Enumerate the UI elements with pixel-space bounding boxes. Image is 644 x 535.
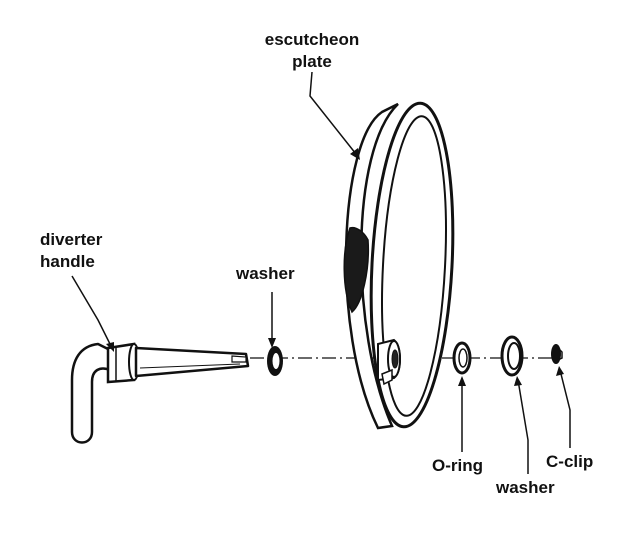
- escutcheon-label-line2: plate: [292, 52, 332, 71]
- washer-right-label: washer: [496, 478, 555, 497]
- escutcheon-label-line1: escutcheon: [264, 30, 360, 49]
- leader-escutcheon: [309, 71, 357, 155]
- leader-arrowheads: [106, 148, 564, 386]
- diverter-handle: [70, 342, 250, 444]
- c-clip-part: [551, 344, 563, 364]
- washer-left-part: [267, 346, 283, 376]
- washer-left-label: washer: [236, 264, 295, 283]
- handle-stem-slot: [231, 355, 247, 363]
- handle-stem: [134, 346, 250, 378]
- washer-right-part: [500, 335, 524, 377]
- leader-diverter: [71, 275, 113, 349]
- arrow-washer-right: [514, 376, 522, 386]
- leader-c-clip: [559, 369, 571, 448]
- escutcheon-hub: [343, 226, 370, 314]
- diverter-label-line1: diverter: [40, 230, 103, 249]
- leader-washer-right: [517, 379, 529, 474]
- diverter-label-line2: handle: [40, 252, 95, 271]
- arrow-o-ring: [458, 376, 466, 386]
- o-ring-part: [452, 341, 472, 375]
- escutcheon-boss-hole: [391, 349, 399, 369]
- escutcheon-face-inner: [381, 115, 447, 417]
- escutcheon-tab: [381, 368, 393, 386]
- c-clip-label: C-clip: [546, 452, 594, 471]
- arrow-diverter: [106, 342, 114, 352]
- arrow-washer-left: [268, 338, 276, 348]
- leader-lines: [71, 71, 571, 474]
- escutcheon-rim: [344, 102, 399, 430]
- handle-stem-edge: [139, 363, 241, 369]
- o-ring-label: O-ring: [432, 456, 483, 475]
- arrow-escutcheon: [350, 148, 360, 160]
- escutcheon-plate: [343, 101, 455, 430]
- arrow-c-clip: [556, 366, 564, 376]
- handle-grip: [70, 342, 112, 444]
